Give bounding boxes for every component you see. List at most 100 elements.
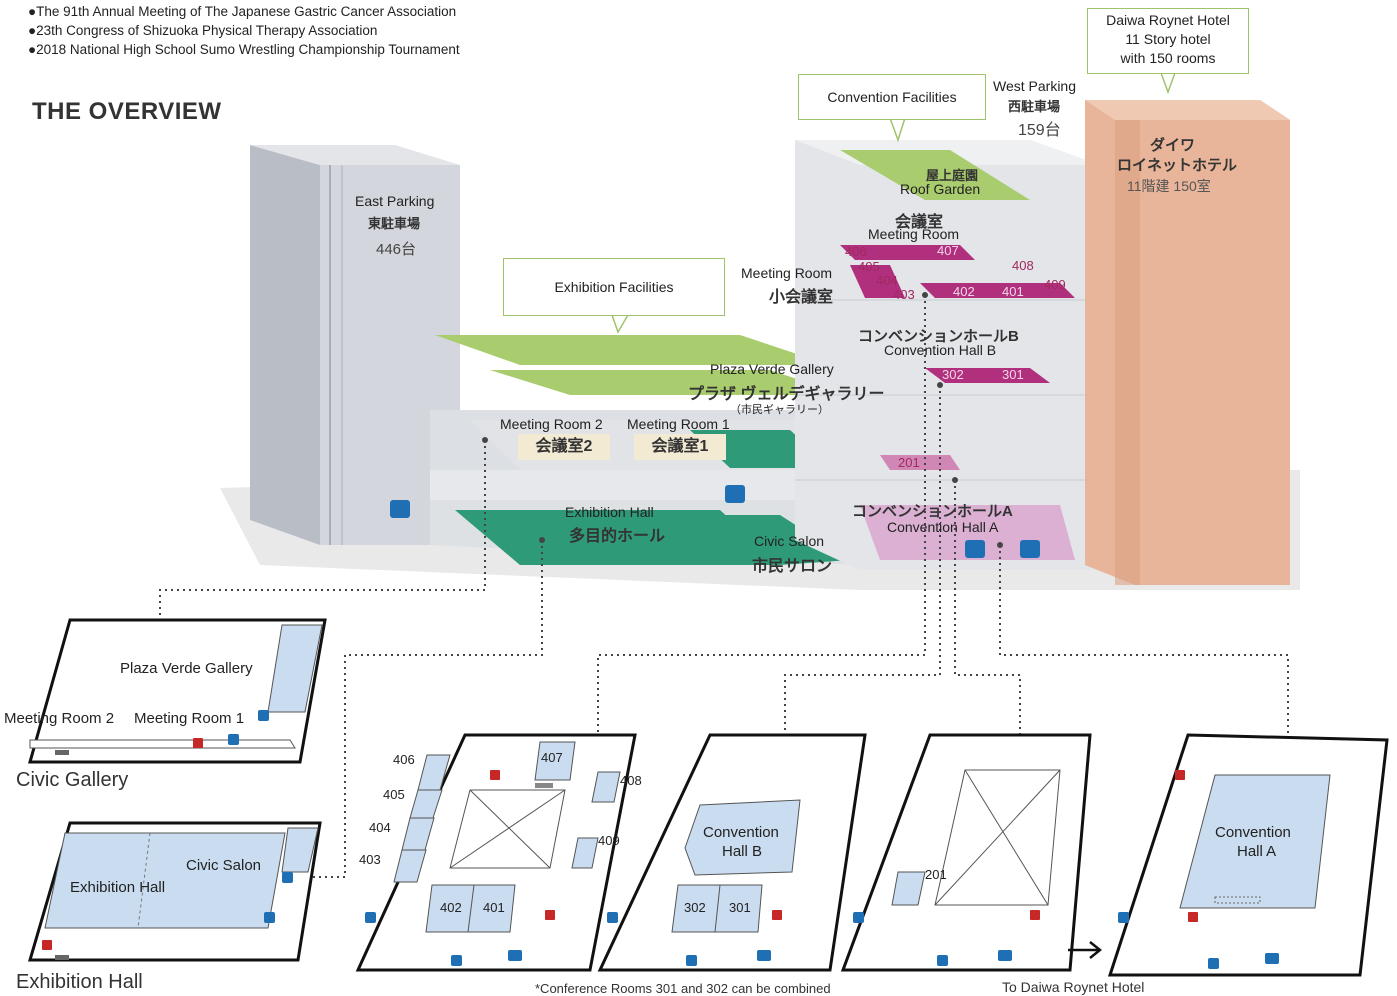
floor1-plan bbox=[1107, 733, 1389, 977]
small-meeting-room-en: Meeting Room bbox=[741, 265, 833, 281]
meeting-room-1-en: Meeting Room 1 bbox=[627, 416, 730, 432]
overview-title: THE OVERVIEW bbox=[32, 98, 222, 125]
restroom-icon-3d-3 bbox=[965, 540, 985, 558]
civic-salon-3d-jp: 市民サロン bbox=[752, 558, 833, 575]
restroom-icon-3d-1 bbox=[390, 500, 410, 518]
plaza-verde-en: Plaza Verde Gallery bbox=[710, 361, 834, 377]
room-404-3d: 404 bbox=[876, 273, 898, 288]
exhibition-block bbox=[430, 335, 860, 565]
plan-convention-hall-a-2: Hall A bbox=[1237, 843, 1277, 860]
plan-room-201: 201 bbox=[925, 867, 947, 882]
event-item-1: ●The 91th Annual Meeting of The Japanese… bbox=[28, 4, 457, 19]
room-408-3d: 408 bbox=[1012, 258, 1034, 273]
east-parking-count: 446台 bbox=[376, 241, 417, 258]
room-403-3d: 403 bbox=[893, 287, 915, 302]
west-parking-en: West Parking bbox=[993, 78, 1076, 94]
exhibition-hall-caption: Exhibition Hall bbox=[16, 971, 143, 993]
east-parking-en: East Parking bbox=[355, 193, 435, 209]
plan-room-402: 402 bbox=[440, 900, 462, 915]
hotel-callout-line-3: with 150 rooms bbox=[1120, 50, 1216, 66]
room-402-3d: 402 bbox=[953, 284, 975, 299]
plan-room-409: 409 bbox=[598, 833, 620, 848]
plan-room-302: 302 bbox=[684, 900, 706, 915]
plan-civic-salon-label: Civic Salon bbox=[186, 857, 262, 874]
plan-room-404: 404 bbox=[369, 820, 391, 835]
hotel-jp-name: ダイワ bbox=[1150, 137, 1196, 154]
east-parking-building bbox=[250, 145, 460, 545]
convention-hall-b-jp: コンベンションホールB bbox=[858, 328, 1019, 345]
plan-room-405: 405 bbox=[383, 787, 405, 802]
meeting-room-2-jp: 会議室2 bbox=[518, 434, 610, 460]
hotel-building bbox=[1085, 100, 1290, 585]
meeting-room-en: Meeting Room bbox=[868, 226, 960, 242]
small-meeting-room-jp: 小会議室 bbox=[769, 289, 834, 306]
floor2-plan bbox=[840, 733, 1103, 972]
exhibition-hall-3d-jp: 多目的ホール bbox=[569, 528, 666, 545]
hotel-callout-line-2: 11 Story hotel bbox=[1125, 31, 1211, 47]
plan-room-408: 408 bbox=[620, 773, 642, 788]
plan-convention-hall-b-2: Hall B bbox=[722, 843, 763, 860]
exhibition-hall-3d-en: Exhibition Hall bbox=[565, 504, 654, 520]
hotel-jp-detail: 11階建 150室 bbox=[1127, 178, 1211, 194]
exhibition-facilities-callout: Exhibition Facilities bbox=[503, 258, 725, 316]
plan-room-403: 403 bbox=[359, 852, 381, 867]
civic-salon-floor bbox=[720, 515, 850, 565]
leader-dots bbox=[482, 292, 1003, 548]
hotel-callout-line-1: Daiwa Roynet Hotel bbox=[1106, 12, 1230, 28]
plan-meeting-room-1-label: Meeting Room 1 bbox=[134, 710, 245, 727]
event-list: ●The 91th Annual Meeting of The Japanese… bbox=[28, 2, 460, 59]
plan-room-407: 407 bbox=[541, 750, 563, 765]
meeting-room-1-jp: 会議室1 bbox=[634, 434, 726, 460]
convention-hall-a-jp: コンベンションホールA bbox=[852, 503, 1013, 520]
convention-hall-a-en: Convention Hall A bbox=[887, 519, 999, 535]
plan-room-401: 401 bbox=[483, 900, 505, 915]
east-parking-jp: 東駐車場 bbox=[368, 216, 421, 231]
floor3-plan bbox=[597, 733, 867, 972]
room-301-3d: 301 bbox=[1002, 367, 1024, 382]
plan-meeting-room-2-label: Meeting Room 2 bbox=[4, 710, 115, 727]
convention-hall-b-en: Convention Hall B bbox=[884, 342, 997, 358]
meeting-room-jp: 会議室 bbox=[895, 214, 944, 231]
plan-room-406: 406 bbox=[393, 752, 415, 767]
plan-plaza-verde-label: Plaza Verde Gallery bbox=[120, 660, 253, 677]
exhibition-plan bbox=[27, 821, 322, 962]
room-407-3d: 407 bbox=[937, 243, 959, 258]
floor4-plan bbox=[355, 733, 637, 972]
escalator-icon-3d bbox=[1020, 540, 1040, 558]
convention-block bbox=[795, 140, 1100, 570]
restroom-icon-3d-2 bbox=[725, 485, 745, 503]
civic-gallery-caption: Civic Gallery bbox=[16, 769, 129, 791]
plaza-verde-jp: プラザ ヴェルデギャラリー bbox=[688, 386, 885, 403]
exhibition-hall-floor bbox=[455, 510, 780, 565]
roof-garden-jp: 屋上庭園 bbox=[926, 168, 979, 183]
convention-facilities-callout: Convention Facilities bbox=[798, 74, 986, 120]
plan-exhibition-hall-label: Exhibition Hall bbox=[70, 879, 166, 896]
plan-icons bbox=[228, 710, 1279, 969]
hotel-jp-name-2: ロイネットホテル bbox=[1117, 157, 1238, 174]
room-401-3d: 401 bbox=[1002, 284, 1024, 299]
event-item-2: ●23th Congress of Shizuoka Physical Ther… bbox=[28, 23, 378, 38]
plaza-verde-sub: （市民ギャラリー） bbox=[730, 404, 829, 416]
west-parking-jp: 西駐車場 bbox=[1008, 99, 1061, 114]
leader-lines bbox=[159, 295, 1289, 878]
civic-salon-3d-en: Civic Salon bbox=[754, 533, 825, 549]
exhibition-callout-tail bbox=[610, 314, 630, 334]
room-302-3d: 302 bbox=[942, 367, 964, 382]
plan-room-301: 301 bbox=[729, 900, 751, 915]
restroom-icons-plans bbox=[42, 738, 1198, 950]
event-item-3: ●2018 National High School Sumo Wrestlin… bbox=[28, 42, 460, 57]
room-406-3d: 406 bbox=[845, 244, 867, 259]
to-hotel-label: To Daiwa Roynet Hotel bbox=[1002, 979, 1145, 995]
room-201-3d: 201 bbox=[898, 455, 920, 470]
meeting-room-2-en: Meeting Room 2 bbox=[500, 416, 603, 432]
room-409-3d: 409 bbox=[1044, 277, 1066, 292]
hotel-callout: Daiwa Roynet Hotel 11 Story hotel with 1… bbox=[1087, 8, 1249, 74]
convention-callout-tail bbox=[888, 117, 907, 143]
civic-gallery-plan bbox=[28, 618, 327, 764]
exhibition-roof-garden-1 bbox=[435, 335, 830, 365]
west-parking-count: 159台 bbox=[1018, 122, 1061, 139]
footnote: *Conference Rooms 301 and 302 can be com… bbox=[535, 981, 831, 996]
exhibition-roof-garden-2 bbox=[490, 370, 845, 395]
room-405-3d: 405 bbox=[858, 259, 880, 274]
